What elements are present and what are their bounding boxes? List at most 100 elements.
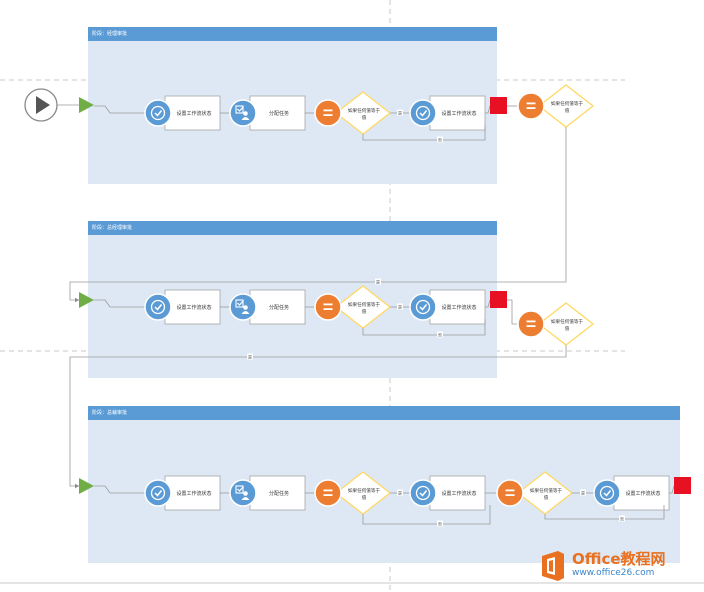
start-arrow[interactable] [79, 292, 94, 308]
condition-circle [314, 479, 342, 507]
no-label: 否 [438, 333, 442, 338]
yes-label: 是 [398, 490, 402, 496]
condition-label: 值 [544, 494, 549, 501]
condition-label: 值 [362, 114, 367, 121]
set-workflow-status-step[interactable]: 设置工作流状态 [409, 289, 486, 325]
equals-icon [505, 489, 515, 492]
action-label: 设置工作流状态 [176, 110, 211, 117]
action-label: 分配任务 [269, 490, 289, 497]
stage-1-header[interactable]: 阶段：经理审批 [88, 27, 497, 41]
action-label: 设置工作流状态 [441, 490, 476, 497]
set-workflow-status-step[interactable]: 设置工作流状态 [409, 95, 486, 131]
end-square[interactable] [490, 97, 507, 114]
watermark-url: www.office26.com [572, 568, 655, 578]
user-head-icon [243, 491, 248, 496]
equals-icon [323, 308, 333, 310]
assign-task-step[interactable]: 分配任务 [229, 95, 306, 131]
condition-diamond [537, 302, 595, 346]
connector-line [362, 505, 491, 525]
connector-line [69, 345, 567, 487]
connector-tag-bg [437, 331, 443, 338]
set-workflow-status-step[interactable]: 设置工作流状态 [144, 289, 221, 325]
connector-tag-bg [437, 136, 443, 143]
condition-label: 值 [362, 308, 367, 315]
end-square[interactable] [490, 291, 507, 308]
arrowhead [75, 297, 79, 303]
equals-icon [323, 489, 333, 492]
play-icon [36, 96, 50, 114]
connector-tag-bg [247, 353, 253, 360]
connector-line [362, 125, 486, 141]
action-label: 设置工作流状态 [625, 490, 660, 497]
set-workflow-status-step[interactable]: 设置工作流状态 [409, 475, 486, 511]
action-label: 设置工作流状态 [441, 110, 476, 117]
assign-task-step[interactable]: 分配任务 [229, 289, 306, 325]
watermark: Office教程网 www.office26.com [538, 548, 698, 584]
watermark-title: Office教程网 [572, 550, 666, 568]
no-label: 否 [438, 522, 442, 527]
action-circle [409, 99, 437, 127]
equals-icon [526, 107, 536, 109]
checkmark-icon [154, 304, 163, 311]
check-circle-icon [150, 485, 166, 501]
connector-line [669, 485, 675, 494]
action-box [429, 95, 486, 131]
connector-tag-bg [580, 489, 586, 496]
no-label: 否 [620, 517, 624, 522]
user-body-icon [241, 117, 250, 120]
set-workflow-status-step[interactable]: 设置工作流状态 [144, 95, 221, 131]
condition-label: 值 [362, 494, 367, 501]
equals-icon [505, 494, 515, 496]
equals-icon [526, 320, 536, 323]
equals-icon [323, 494, 333, 496]
equals-icon [526, 102, 536, 105]
check-circle-icon [150, 105, 166, 121]
user-head-icon [243, 305, 248, 310]
start-arrow[interactable] [79, 478, 94, 494]
yes-label: 是 [398, 110, 402, 116]
checkmark-icon [154, 110, 163, 117]
checkmark-icon [237, 106, 244, 112]
checkmark-icon [419, 490, 428, 497]
yes-label: 是 [376, 279, 380, 285]
check-circle-icon [415, 105, 431, 121]
no-label: 否 [438, 138, 442, 143]
action-circle [409, 479, 437, 507]
arrowhead [75, 483, 79, 489]
condition-label: 如果任何值等于 [530, 487, 563, 494]
connector-line [544, 505, 665, 520]
action-label: 设置工作流状态 [176, 304, 211, 311]
connector-line [94, 299, 147, 308]
connector-tag-bg [397, 489, 403, 496]
checkmark-icon [154, 490, 163, 497]
action-label: 分配任务 [269, 110, 289, 117]
condition-diamond [537, 84, 595, 128]
set-workflow-status-step[interactable]: 设置工作流状态 [144, 475, 221, 511]
checkmark-icon [237, 300, 244, 306]
connector-line [485, 299, 491, 308]
condition-circle [517, 310, 545, 338]
stage-2-header[interactable]: 阶段：总经理审批 [88, 221, 497, 235]
end-square[interactable] [674, 477, 691, 494]
set-workflow-status-step[interactable]: 设置工作流状态 [593, 475, 670, 511]
condition-label: 如果任何值等于 [551, 100, 584, 107]
connector-tag-bg [619, 515, 625, 522]
equals-icon [323, 114, 333, 116]
assign-task-step[interactable]: 分配任务 [229, 475, 306, 511]
checkmark-icon [237, 486, 244, 492]
yes-label: 是 [248, 354, 252, 360]
start-arrow[interactable] [79, 97, 94, 113]
stage-3-header[interactable]: 阶段：总裁审批 [88, 406, 680, 420]
connector-tag-bg [375, 278, 381, 285]
condition-label: 值 [565, 107, 570, 114]
yes-label: 是 [581, 490, 585, 496]
connector-line [362, 319, 486, 336]
office-logo-icon [542, 551, 564, 581]
checkbox-icon [235, 105, 244, 114]
